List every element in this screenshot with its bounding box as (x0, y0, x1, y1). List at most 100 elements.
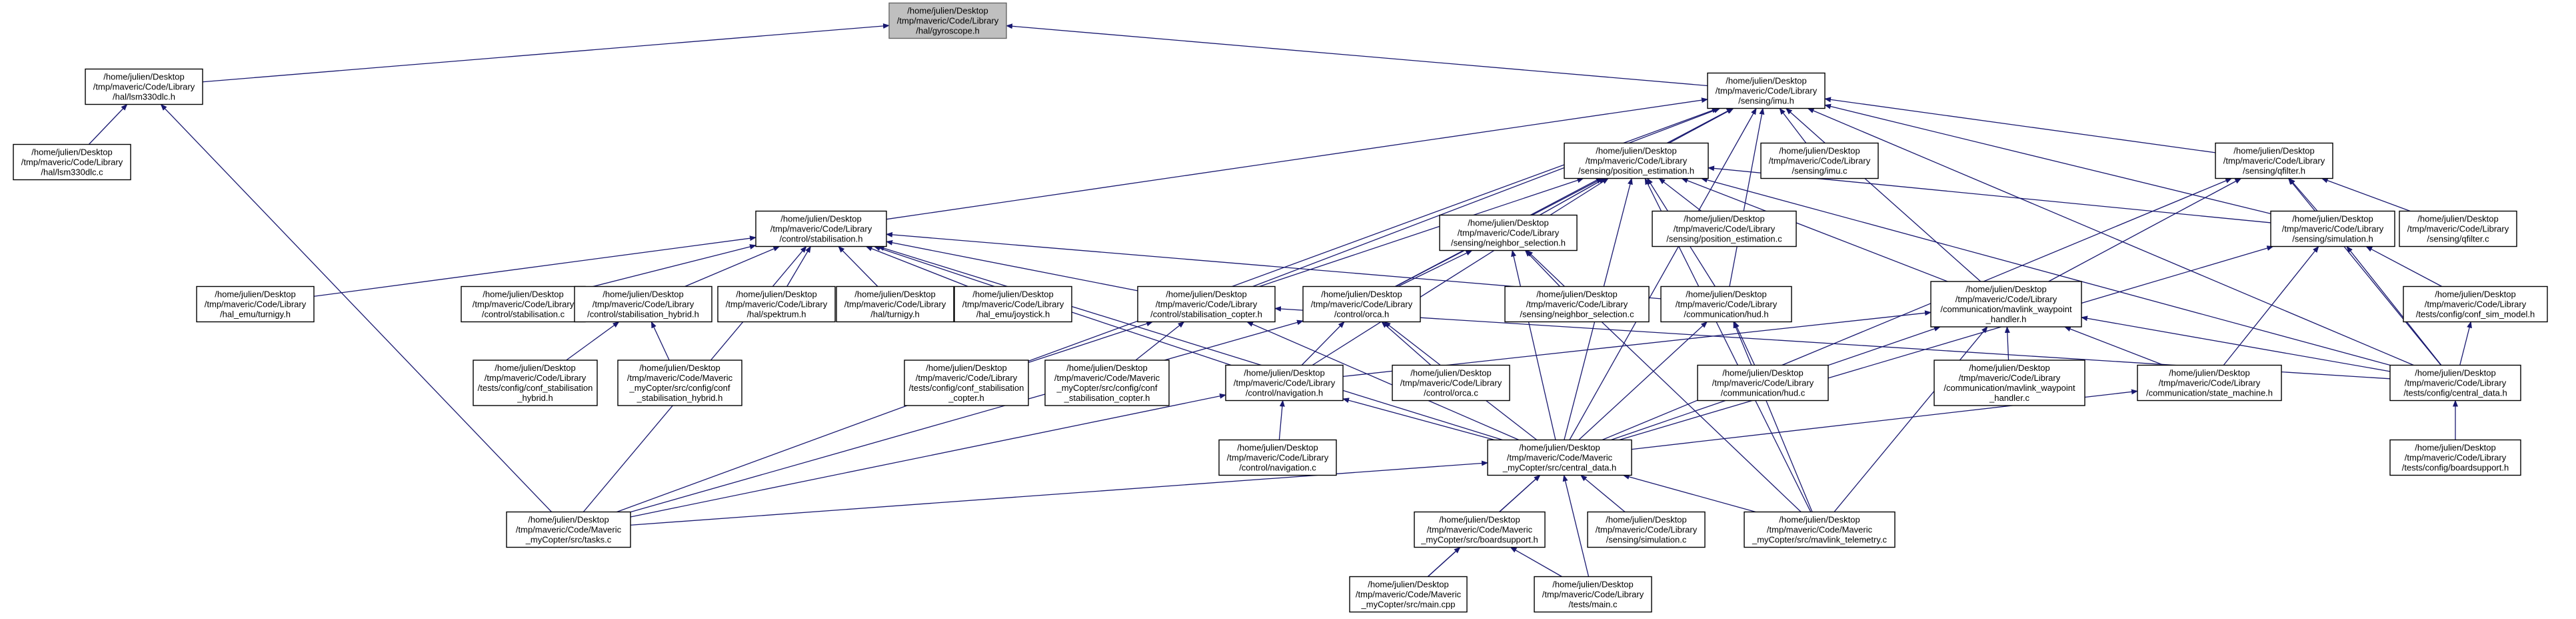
file-node-hal-emu-turnigy-h[interactable]: /home/julien/Desktop/tmp/maveric/Code/Li… (196, 285, 315, 323)
file-node-imu-h[interactable]: /home/julien/Desktop/tmp/maveric/Code/Li… (1707, 72, 1826, 109)
file-node-main-cpp[interactable]: /home/julien/Desktop/tmp/maveric/Code/Ma… (1349, 576, 1468, 613)
file-node-position-estimation-h[interactable]: /home/julien/Desktop/tmp/maveric/Code/Li… (1564, 142, 1709, 179)
file-node-navigation-c[interactable]: /home/julien/Desktop/tmp/maveric/Code/Li… (1218, 439, 1337, 476)
file-node-mavlink-waypoint-handler-h[interactable]: /home/julien/Desktop/tmp/maveric/Code/Li… (1930, 281, 2082, 328)
file-node-tests-main-c[interactable]: /home/julien/Desktop/tmp/maveric/Code/Li… (1534, 576, 1652, 613)
file-node-box (1392, 364, 1510, 402)
file-node-position-estimation-c[interactable]: /home/julien/Desktop/tmp/maveric/Code/Li… (1652, 210, 1797, 247)
file-path-line: /sensing/position_estimation.h (1578, 166, 1694, 176)
file-node-maveric-conf-stabilisation-hybrid[interactable]: /home/julien/Desktop/tmp/maveric/Code/Ma… (617, 360, 742, 406)
include-edge (1824, 103, 2271, 214)
file-node-navigation-h[interactable]: /home/julien/Desktop/tmp/maveric/Code/Li… (1225, 364, 1344, 402)
file-path-line: /tmp/maveric/Code/Library (21, 157, 123, 167)
file-path-line: /tmp/maveric/Code/Library (1400, 378, 1502, 388)
file-node-box (1660, 285, 1792, 323)
file-path-line: /home/julien/Desktop (1166, 289, 1246, 299)
file-path-line: /tests/config/boardsupport.h (2402, 463, 2509, 473)
file-node-box (2270, 210, 2395, 247)
file-path-line: /tmp/maveric/Code/Library (1526, 299, 1628, 310)
file-node-imu-c[interactable]: /home/julien/Desktop/tmp/maveric/Code/Li… (1760, 142, 1879, 179)
file-node-state-machine-h[interactable]: /home/julien/Desktop/tmp/maveric/Code/Li… (2137, 364, 2282, 402)
file-node-tests-central-data-h[interactable]: /home/julien/Desktop/tmp/maveric/Code/Li… (2389, 364, 2521, 402)
file-node-gyroscope[interactable]: /home/julien/Desktop/tmp/maveric/Code/Li… (888, 2, 1007, 39)
file-node-tests-conf-stabilisation-copter[interactable]: /home/julien/Desktop/tmp/maveric/Code/Li… (904, 360, 1029, 406)
file-path-line: /tmp/maveric/Code/Library (1674, 224, 1776, 234)
include-edge (1681, 177, 1948, 282)
include-edge (566, 321, 620, 361)
file-path-line: /home/julien/Desktop (854, 289, 935, 299)
include-edge (650, 321, 670, 361)
file-node-stabilisation-c[interactable]: /home/julien/Desktop/tmp/maveric/Code/Li… (461, 285, 586, 323)
file-node-maveric-conf-stabilisation-copter[interactable]: /home/julien/Desktop/tmp/maveric/Code/Ma… (1044, 360, 1170, 406)
file-node-orca-c[interactable]: /home/julien/Desktop/tmp/maveric/Code/Li… (1392, 364, 1510, 402)
file-path-line: /home/julien/Desktop (1965, 284, 2046, 294)
file-node-box (1349, 576, 1468, 613)
file-node-box (1744, 511, 1896, 548)
file-node-mavlink-telemetry-c[interactable]: /home/julien/Desktop/tmp/maveric/Code/Ma… (1744, 511, 1896, 548)
file-node-hud-h[interactable]: /home/julien/Desktop/tmp/maveric/Code/Li… (1660, 285, 1792, 323)
file-node-box (196, 285, 315, 323)
file-node-box (506, 511, 631, 548)
file-node-neighbor-selection-c[interactable]: /home/julien/Desktop/tmp/maveric/Code/Li… (1504, 285, 1650, 323)
include-edge (886, 239, 1138, 291)
file-path-line: /communication/mavlink_waypoint (1943, 383, 2075, 393)
include-edge (313, 235, 756, 297)
file-node-spektrum-h[interactable]: /home/julien/Desktop/tmp/maveric/Code/Li… (717, 285, 836, 323)
file-path-line: /tmp/maveric/Code/Library (1712, 378, 1814, 388)
file-node-conf-sim-model-h[interactable]: /home/julien/Desktop/tmp/maveric/Code/Li… (2403, 285, 2548, 323)
file-path-line: /home/julien/Desktop (495, 363, 575, 373)
file-path-line: _myCopter/src/tasks.c (525, 535, 612, 545)
file-path-line: /hal/spektrum.h (747, 310, 806, 320)
file-path-line: /tmp/maveric/Code/Library (1227, 453, 1329, 463)
file-node-neighbor-selection-h[interactable]: /home/julien/Desktop/tmp/maveric/Code/Li… (1439, 214, 1578, 251)
file-path-line: /tmp/maveric/Code/Library (1716, 86, 1818, 96)
file-node-mavlink-waypoint-handler-c[interactable]: /home/julien/Desktop/tmp/maveric/Code/Li… (1933, 360, 2085, 406)
file-node-simulation-c[interactable]: /home/julien/Desktop/tmp/maveric/Code/Li… (1587, 511, 1706, 548)
file-path-line: /sensing/imu.c (1792, 166, 1848, 176)
file-node-box (2389, 364, 2521, 402)
file-path-line: /sensing/simulation.c (1606, 535, 1687, 545)
file-path-line: /tmp/maveric/Code/Maveric (1054, 373, 1160, 383)
include-edge (1602, 177, 2233, 441)
file-node-lsm330dlc-h[interactable]: /home/julien/Desktop/tmp/maveric/Code/Li… (85, 68, 203, 105)
file-path-line: _stabilisation_copter.h (1064, 393, 1150, 403)
file-path-line: /hal_emu/joystick.h (976, 310, 1050, 320)
file-path-line: /tmp/maveric/Code/Library (1156, 299, 1258, 310)
file-node-hud-c[interactable]: /home/julien/Desktop/tmp/maveric/Code/Li… (1697, 364, 1829, 402)
file-node-tasks-c[interactable]: /home/julien/Desktop/tmp/maveric/Code/Ma… (506, 511, 631, 548)
file-node-orca-h[interactable]: /home/julien/Desktop/tmp/maveric/Code/Li… (1302, 285, 1421, 323)
file-node-lsm330dlc-c[interactable]: /home/julien/Desktop/tmp/maveric/Code/Li… (13, 143, 131, 181)
file-node-qfilter-h[interactable]: /home/julien/Desktop/tmp/maveric/Code/Li… (2215, 142, 2333, 179)
file-node-central-data-h[interactable]: /home/julien/Desktop/tmp/maveric/Code/Ma… (1487, 439, 1632, 476)
include-edge (886, 97, 1708, 220)
file-node-box (1302, 285, 1421, 323)
file-node-box (1760, 142, 1879, 179)
include-edge (1779, 107, 1807, 143)
file-node-stabilisation-h[interactable]: /home/julien/Desktop/tmp/maveric/Code/Li… (755, 210, 887, 247)
file-path-line: _myCopter/src/boardsupport.h (1420, 535, 1538, 545)
include-edge (877, 245, 1503, 441)
file-node-stabilisation-hybrid-h[interactable]: /home/julien/Desktop/tmp/maveric/Code/Li… (574, 285, 712, 323)
file-node-box (888, 2, 1007, 39)
file-node-qfilter-c[interactable]: /home/julien/Desktop/tmp/maveric/Code/Li… (2399, 210, 2517, 247)
file-node-simulation-h[interactable]: /home/julien/Desktop/tmp/maveric/Code/Li… (2270, 210, 2395, 247)
file-path-line: /tmp/maveric/Code/Maveric (1427, 525, 1533, 535)
file-path-line: /home/julien/Desktop (1244, 368, 1324, 378)
file-node-tests-conf-stabilisation-hybrid[interactable]: /home/julien/Desktop/tmp/maveric/Code/Li… (473, 360, 598, 406)
include-edge (1729, 107, 1765, 287)
file-node-box (1225, 364, 1344, 402)
file-node-stabilisation-copter-h[interactable]: /home/julien/Desktop/tmp/maveric/Code/Li… (1137, 285, 1276, 323)
file-node-boardsupport-h[interactable]: /home/julien/Desktop/tmp/maveric/Code/Li… (2389, 439, 2521, 476)
include-edge (2288, 177, 2441, 366)
include-edge (1342, 398, 1495, 441)
file-node-maveric-boardsupport-h[interactable]: /home/julien/Desktop/tmp/maveric/Code/Ma… (1414, 511, 1546, 548)
file-path-line: /hal/turnigy.h (870, 310, 919, 320)
include-edge (1658, 177, 1702, 212)
file-node-box (1652, 210, 1797, 247)
file-node-joystick-h[interactable]: /home/julien/Desktop/tmp/maveric/Code/Li… (954, 285, 1072, 323)
file-node-box (1487, 439, 1632, 476)
include-edge (684, 245, 780, 287)
file-node-hal-turnigy-h[interactable]: /home/julien/Desktop/tmp/maveric/Code/Li… (836, 285, 954, 323)
file-path-line: /tmp/maveric/Code/Library (1311, 299, 1413, 310)
